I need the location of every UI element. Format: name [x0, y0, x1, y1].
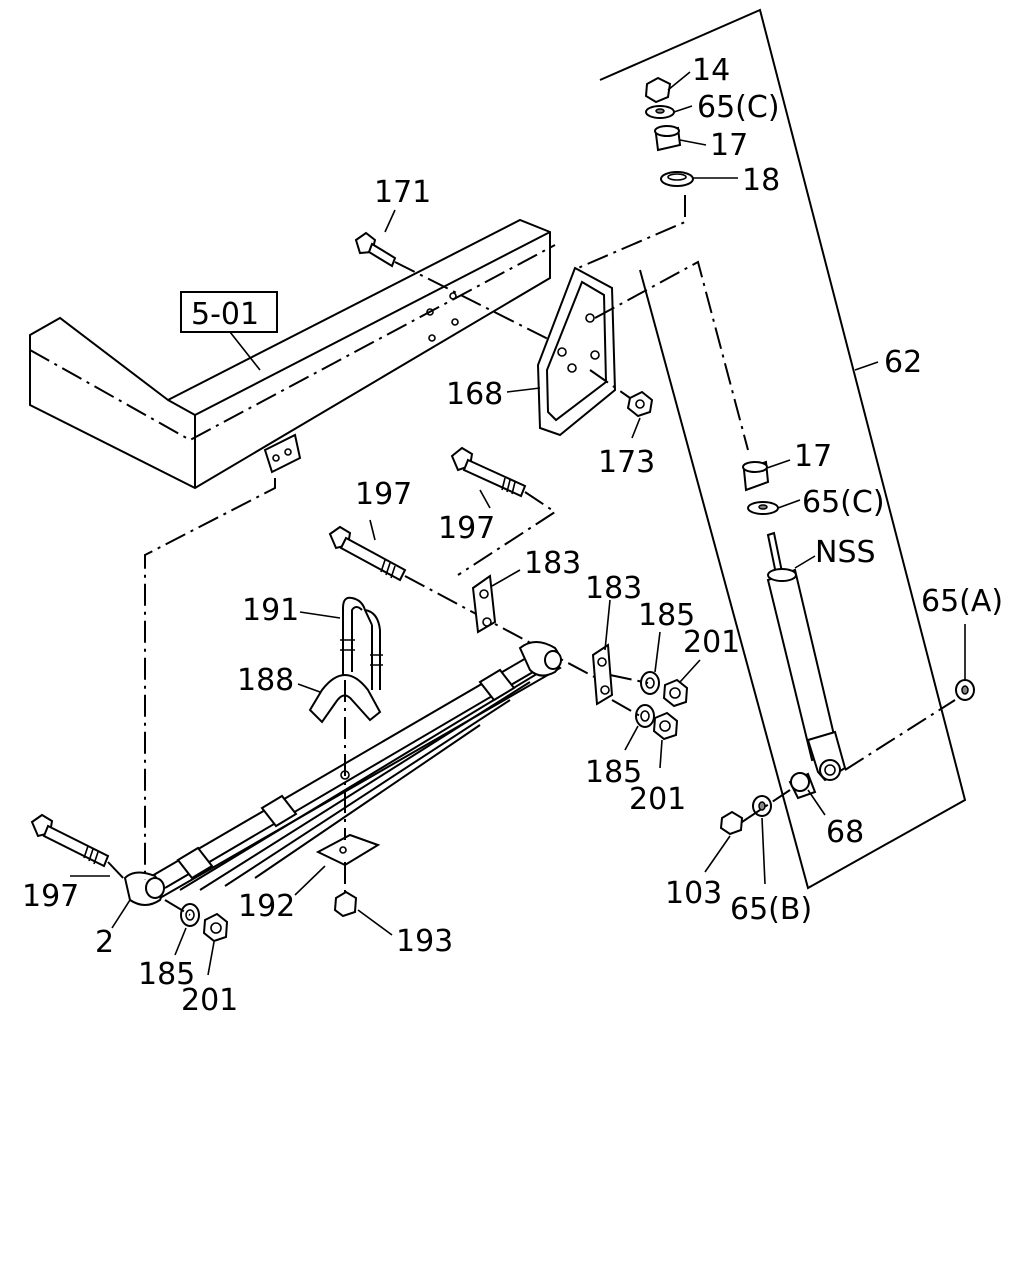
- callout-65c-mid: 65(C): [802, 485, 885, 520]
- callout-65c-top: 65(C): [697, 90, 780, 125]
- callout-14: 14: [692, 53, 730, 88]
- callout-188: 188: [237, 663, 294, 698]
- callout-185-a: 185: [638, 598, 695, 633]
- callout-183-a: 183: [524, 546, 581, 581]
- callout-5-01: 5-01: [191, 297, 259, 332]
- bolt-197-middle: [328, 525, 601, 681]
- leaf-spring: [123, 641, 562, 906]
- callout-62: 62: [884, 345, 922, 380]
- callout-17-top: 17: [710, 128, 748, 163]
- callout-197-b: 197: [438, 511, 495, 546]
- nut-193: [333, 890, 358, 918]
- shackle-183-a: [471, 574, 497, 634]
- callout-18: 18: [742, 163, 780, 198]
- callout-labels: 14 65(C) 17 18 171 5-01 62 168 173 17 65…: [22, 53, 1003, 1018]
- callout-65b: 65(B): [730, 892, 812, 927]
- plate-192: [315, 833, 381, 867]
- callout-65a: 65(A): [921, 584, 1003, 619]
- top-mount-stack: [644, 76, 694, 187]
- callout-191: 191: [242, 593, 299, 628]
- bolt-171: [354, 231, 561, 346]
- callout-103: 103: [665, 876, 722, 911]
- eye-hardware: [180, 903, 229, 943]
- bolt-197-lower: [30, 813, 110, 868]
- bracket-168: [536, 266, 617, 437]
- callout-17-mid: 17: [794, 439, 832, 474]
- bolt-197-upper: [450, 446, 557, 576]
- callout-201-a: 201: [683, 625, 740, 660]
- callout-68: 68: [826, 815, 864, 850]
- callout-168: 168: [446, 377, 503, 412]
- ref-box-5-01: [180, 291, 278, 333]
- callout-nss: NSS: [815, 535, 876, 570]
- shackle-hardware: [635, 671, 689, 741]
- callout-193: 193: [396, 924, 453, 959]
- washer-65a: [955, 679, 975, 701]
- callout-185-c: 185: [138, 957, 195, 992]
- callout-173: 173: [598, 445, 655, 480]
- u-bolt-191: [340, 596, 383, 690]
- callout-201-b: 201: [629, 782, 686, 817]
- callout-171: 171: [374, 175, 431, 210]
- frame-rail: [29, 218, 556, 490]
- shackle-183-b: [591, 643, 614, 706]
- callout-201-c: 201: [181, 983, 238, 1018]
- shock-outline-62: [577, 8, 967, 890]
- guide-lines: [107, 478, 649, 916]
- spacer-188: [308, 674, 382, 724]
- callout-197-a: 197: [355, 477, 412, 512]
- callout-197-c: 197: [22, 879, 79, 914]
- callout-2: 2: [95, 925, 114, 960]
- callout-185-b: 185: [585, 755, 642, 790]
- callout-183-b: 183: [585, 571, 642, 606]
- shock-absorber: [766, 531, 847, 782]
- leader-lines: [70, 71, 966, 976]
- callout-192: 192: [238, 889, 295, 924]
- lower-shock-hardware: [719, 772, 817, 836]
- nut-173: [589, 369, 654, 418]
- mid-mount-stack: [742, 460, 779, 515]
